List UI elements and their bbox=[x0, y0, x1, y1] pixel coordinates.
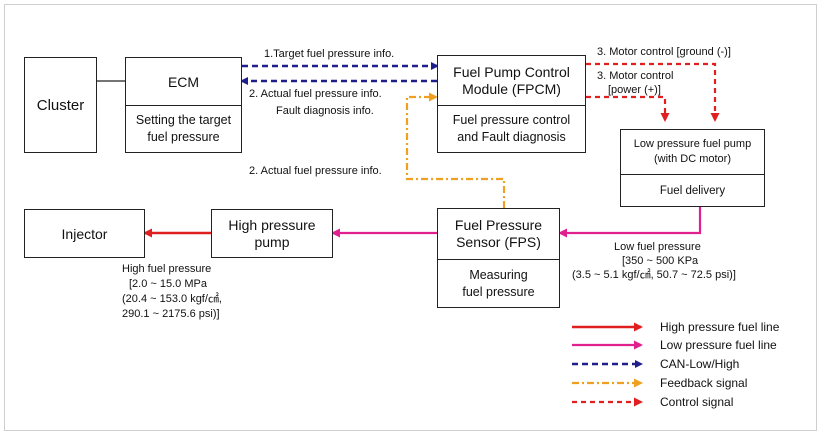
cluster-title: Cluster bbox=[36, 96, 85, 114]
fps-box: Fuel Pressure Sensor (FPS) Measuring fue… bbox=[437, 208, 560, 308]
label-motor-power-line1: 3. Motor control bbox=[597, 70, 674, 82]
ecm-title: ECM bbox=[167, 73, 200, 90]
injector-title: Injector bbox=[61, 225, 108, 242]
fpcm-title-line2: Module (FPCM) bbox=[462, 80, 561, 97]
label-high-fuel-line3: (20.4 ~ 153.0 kgf/㎠, bbox=[122, 293, 222, 305]
diagram-frame bbox=[4, 4, 817, 431]
legend-item-high-pressure: High pressure fuel line bbox=[660, 320, 780, 334]
fps-divider bbox=[438, 259, 559, 260]
control-power-arrow bbox=[586, 95, 670, 122]
legend-item-low-pressure: Low pressure fuel line bbox=[660, 338, 777, 352]
cluster-box: Cluster bbox=[24, 57, 97, 153]
low-pressure-line-pump-fps bbox=[558, 207, 702, 238]
legend-item-can: CAN-Low/High bbox=[660, 357, 740, 371]
fpcm-subtitle-line1: Fuel pressure control bbox=[452, 113, 571, 127]
label-low-fuel-line2: [350 ~ 500 KPa bbox=[622, 255, 699, 267]
label-target-info: 1.Target fuel pressure info. bbox=[264, 48, 395, 60]
label-actual-info-mid: 2. Actual fuel pressure info. bbox=[249, 165, 382, 177]
label-high-fuel-line2: [2.0 ~ 15.0 MPa bbox=[129, 278, 207, 290]
label-actual-info-top: 2. Actual fuel pressure info. bbox=[249, 88, 382, 100]
label-motor-power-line2: [power (+)] bbox=[608, 84, 661, 96]
feedback-arrow bbox=[405, 92, 506, 208]
high-pump-title-line1: High pressure bbox=[228, 216, 316, 233]
control-ground-arrow bbox=[586, 62, 720, 122]
fps-title-line1: Fuel Pressure bbox=[454, 217, 543, 233]
fps-title-line2: Sensor (FPS) bbox=[456, 234, 541, 250]
ecm-divider bbox=[126, 105, 241, 106]
low-pump-title-line1: Low pressure fuel pump bbox=[633, 138, 752, 150]
label-high-fuel-line1: High fuel pressure bbox=[122, 263, 212, 275]
label-high-fuel-line4: 290.1 ~ 2175.6 psi)] bbox=[122, 308, 220, 320]
ecm-box: ECM Setting the target fuel pressure bbox=[125, 57, 242, 153]
low-pump-title-line2: (with DC motor) bbox=[653, 153, 731, 165]
low-pump-subtitle: Fuel delivery bbox=[659, 184, 726, 197]
legend-item-feedback: Feedback signal bbox=[660, 376, 748, 390]
fps-subtitle-line2: fuel pressure bbox=[462, 284, 535, 299]
fps-subtitle-line1: Measuring bbox=[469, 267, 528, 282]
injector-box: Injector bbox=[24, 209, 145, 258]
label-low-fuel-line3: (3.5 ~ 5.1 kgf/㎠, 50.7 ~ 72.5 psi)] bbox=[572, 269, 736, 281]
low-pressure-pump-box: Low pressure fuel pump (with DC motor) F… bbox=[620, 129, 765, 207]
low-pump-divider bbox=[621, 174, 764, 175]
ecm-subtitle-line1: Setting the target bbox=[135, 113, 232, 127]
fpcm-divider bbox=[438, 105, 585, 106]
legend-item-control: Control signal bbox=[660, 395, 734, 409]
label-motor-ground: 3. Motor control [ground (-)] bbox=[597, 46, 731, 58]
fpcm-subtitle-line2: and Fault diagnosis bbox=[457, 130, 566, 144]
fpcm-box: Fuel Pump Control Module (FPCM) Fuel pre… bbox=[437, 55, 586, 153]
label-low-fuel-line1: Low fuel pressure bbox=[614, 241, 701, 253]
label-fault-info: Fault diagnosis info. bbox=[276, 105, 374, 117]
high-pressure-pump-box: High pressure pump bbox=[211, 209, 333, 258]
fpcm-title-line1: Fuel Pump Control bbox=[453, 63, 570, 80]
ecm-subtitle-line2: fuel pressure bbox=[147, 130, 220, 144]
high-pump-title-line2: pump bbox=[254, 233, 290, 250]
